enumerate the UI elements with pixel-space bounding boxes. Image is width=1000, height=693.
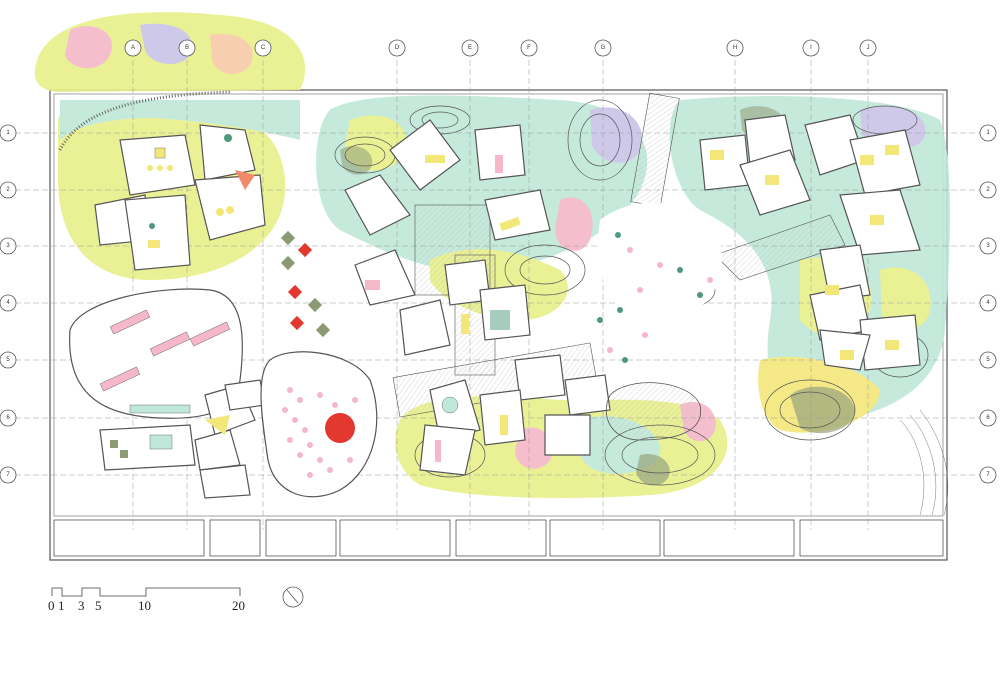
svg-text:6: 6 bbox=[6, 415, 10, 421]
svg-text:2: 2 bbox=[6, 187, 10, 193]
grid-bubble-row-right-5: 6 bbox=[979, 409, 997, 427]
grid-bubble-row-right-6: 7 bbox=[979, 466, 997, 484]
grid-bubble-row-left-6: 7 bbox=[0, 466, 17, 484]
round-table-red bbox=[325, 413, 355, 443]
svg-text:1: 1 bbox=[986, 130, 990, 136]
ramp-right bbox=[714, 214, 846, 281]
grid-bubble-row-right-3: 4 bbox=[979, 294, 997, 312]
column-grid-bubbles: A B C D E F G H I J bbox=[124, 39, 877, 57]
scale-label-1: 1 bbox=[58, 598, 65, 613]
svg-text:7: 7 bbox=[6, 472, 10, 478]
grid-bubble-col-9: J bbox=[859, 39, 877, 57]
svg-text:A: A bbox=[131, 45, 135, 51]
grid-bubble-row-left-1: 2 bbox=[0, 181, 17, 199]
svg-text:3: 3 bbox=[986, 243, 990, 249]
svg-text:C: C bbox=[261, 45, 266, 51]
svg-text:D: D bbox=[395, 45, 400, 51]
grid-bubble-col-6: G bbox=[594, 39, 612, 57]
svg-text:6: 6 bbox=[986, 415, 990, 421]
scale-label-20: 20 bbox=[232, 598, 245, 613]
scale-label-3: 3 bbox=[78, 598, 85, 613]
service-rooms bbox=[53, 519, 944, 557]
scale-label-5: 5 bbox=[95, 598, 102, 613]
desks-left bbox=[99, 309, 231, 414]
svg-text:G: G bbox=[601, 45, 606, 51]
grid-bubble-row-right-1: 2 bbox=[979, 181, 997, 199]
grid-bubble-row-right-2: 3 bbox=[979, 237, 997, 255]
svg-text:5: 5 bbox=[6, 357, 10, 363]
loose-tables-left bbox=[280, 230, 331, 338]
scale-label-0: 0 bbox=[48, 598, 55, 613]
desks-right bbox=[710, 145, 899, 360]
building-outline bbox=[49, 89, 948, 561]
furniture-top-left bbox=[147, 134, 255, 248]
svg-text:2: 2 bbox=[986, 187, 990, 193]
furniture-bottom-left bbox=[110, 434, 173, 458]
grid-bubble-col-1: B bbox=[178, 39, 196, 57]
curved-steps bbox=[899, 409, 949, 516]
svg-text:4: 4 bbox=[6, 300, 10, 306]
svg-text:5: 5 bbox=[986, 357, 990, 363]
grid-bubble-row-left-3: 4 bbox=[0, 294, 17, 312]
north-arrow-icon bbox=[282, 586, 304, 608]
svg-text:F: F bbox=[527, 45, 531, 51]
svg-text:7: 7 bbox=[986, 472, 990, 478]
chairs-lecture bbox=[282, 387, 358, 478]
furniture-center bbox=[365, 155, 521, 462]
grid-bubble-col-8: I bbox=[802, 39, 820, 57]
svg-text:I: I bbox=[810, 45, 812, 51]
svg-text:3: 3 bbox=[6, 243, 10, 249]
svg-text:H: H bbox=[733, 45, 737, 51]
white-island bbox=[598, 202, 722, 320]
scale-bar: 0 1 3 5 10 20 bbox=[48, 587, 245, 613]
grid-bubble-row-right-0: 1 bbox=[979, 124, 997, 142]
grid-bubble-row-left-0: 1 bbox=[0, 124, 17, 142]
row-grid-bubbles-left: 1 2 3 4 5 6 7 bbox=[0, 124, 17, 484]
svg-text:E: E bbox=[468, 45, 472, 51]
grid-bubble-row-left-4: 5 bbox=[0, 351, 17, 369]
scale-label-10: 10 bbox=[138, 598, 151, 613]
grid-bubble-col-7: H bbox=[726, 39, 744, 57]
svg-text:J: J bbox=[867, 45, 870, 51]
svg-text:4: 4 bbox=[986, 300, 990, 306]
svg-text:1: 1 bbox=[6, 130, 10, 136]
grid-bubble-row-right-4: 5 bbox=[979, 351, 997, 369]
loose-chairs bbox=[597, 232, 713, 363]
grid-bubble-row-left-2: 3 bbox=[0, 237, 17, 255]
grid-bubble-col-0: A bbox=[124, 39, 142, 57]
grid-bubble-col-4: E bbox=[461, 39, 479, 57]
grid-bubble-col-3: D bbox=[388, 39, 406, 57]
grid-bubble-col-5: F bbox=[520, 39, 538, 57]
grid-bubble-col-2: C bbox=[254, 39, 272, 57]
meeting-oval bbox=[605, 382, 702, 441]
grid-bubble-row-left-5: 6 bbox=[0, 409, 17, 427]
svg-text:B: B bbox=[185, 45, 189, 51]
row-grid-bubbles-right: 1 2 3 4 5 6 7 bbox=[979, 124, 997, 484]
